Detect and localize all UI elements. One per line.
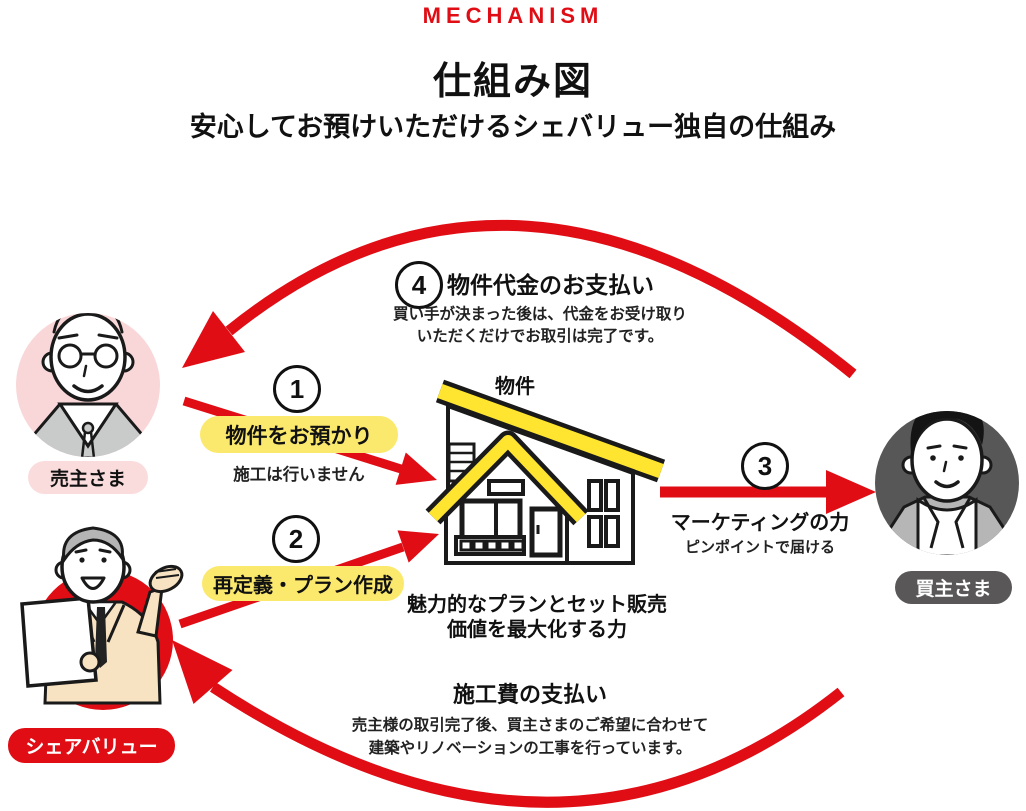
construction-payment-desc: 売主様の取引完了後、買主さまのご希望に合わせて 建築やリノベーションの工事を行っ… (330, 714, 730, 760)
step4-note-line2: いただくだけでお取引は完了です。 (416, 328, 664, 345)
step4-note-line1: 買い手が決まった後は、代金をお受け取り (393, 306, 687, 323)
seller-avatar (16, 313, 160, 457)
construction-payment-desc-line1: 売主様の取引完了後、買主さまのご希望に合わせて (351, 717, 709, 734)
step4-note: 買い手が決まった後は、代金をお受け取り いただくだけでお取引は完了です。 (390, 304, 690, 348)
property-label: 物件 (495, 376, 535, 398)
step3-number-circle: 3 (741, 442, 789, 490)
step3-note: ピンポイントで届ける (684, 539, 835, 556)
step2-number: 2 (288, 523, 304, 554)
property-caption-line1: 魅力的なプランとセット販売 (407, 594, 667, 616)
buyer-badge: 買主さま (895, 571, 1012, 604)
step1-note: 施工は行いません (233, 466, 365, 484)
step3-number: 3 (757, 450, 773, 481)
house-illustration (425, 379, 666, 565)
sharevalue-avatar (20, 526, 184, 710)
section-eyebrow: MECHANISM (422, 3, 604, 28)
arrow-step4-payment (182, 219, 857, 379)
step1-highlight: 物件をお預かり (200, 416, 398, 453)
arrow-construction-payment (172, 640, 845, 808)
sharevalue-badge: シェアバリュー (8, 728, 175, 763)
step2-highlight: 再定義・プラン作成 (202, 566, 404, 601)
step4-number: 4 (411, 269, 427, 300)
property-caption-line2: 価値を最大化する力 (447, 619, 627, 641)
buyer-avatar (875, 411, 1019, 555)
seller-badge: 売主さま (28, 461, 148, 494)
arrow-step3-marketing (660, 470, 876, 514)
step4-label: 物件代金のお支払い (447, 272, 654, 298)
step4-number-circle: 4 (395, 261, 443, 309)
page-title: 仕組み図 (432, 61, 593, 103)
construction-payment-desc-line2: 建築やリノベーションの工事を行っています。 (368, 740, 692, 757)
step3-label: マーケティングの力 (670, 512, 850, 534)
step1-number-circle: 1 (273, 365, 321, 413)
step2-number-circle: 2 (272, 515, 320, 563)
page-subtitle: 安心してお預けいただけるシェバリュー独自の仕組み (189, 112, 837, 142)
step1-number: 1 (289, 373, 305, 404)
construction-payment-title: 施工費の支払い (452, 682, 607, 707)
